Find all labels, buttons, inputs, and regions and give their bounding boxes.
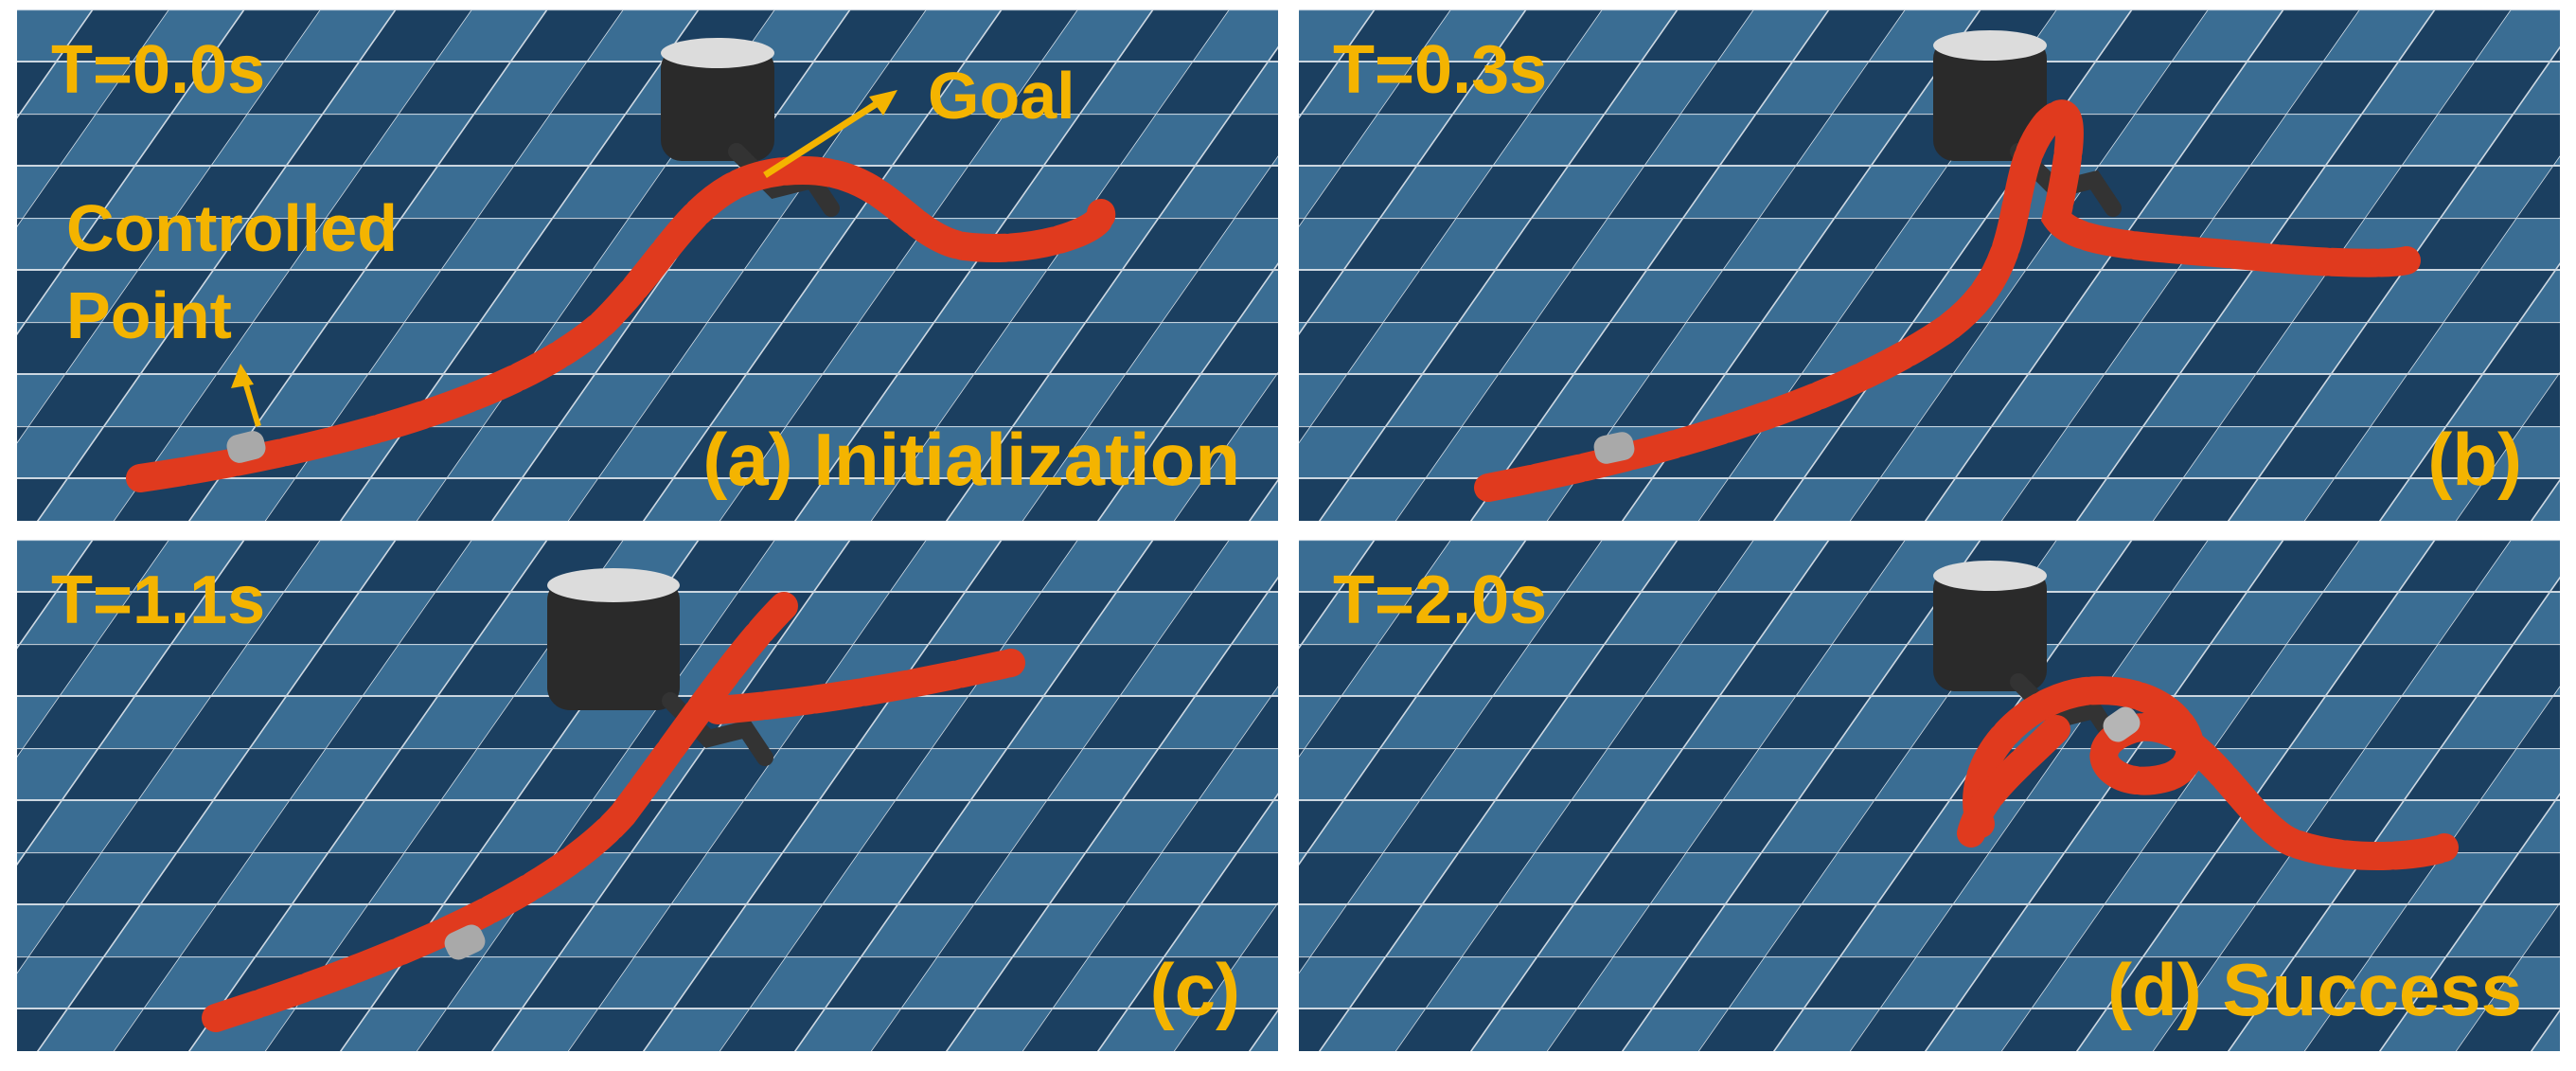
rope bbox=[202, 592, 1025, 1032]
rope-tail bbox=[1957, 715, 2070, 848]
controlled-point-label-line1: Controlled bbox=[66, 191, 398, 265]
rope bbox=[126, 155, 1116, 492]
time-label: T=0.0s bbox=[51, 32, 266, 108]
panel-caption: (b) bbox=[2427, 418, 2522, 501]
controlled-segment bbox=[2103, 706, 2141, 742]
controlled-segment bbox=[1593, 432, 1635, 464]
panel-caption: (c) bbox=[1149, 948, 1240, 1031]
panel-caption: (a) Initialization bbox=[702, 418, 1240, 501]
rope bbox=[1963, 676, 2459, 870]
controlled-point-arrow bbox=[241, 378, 261, 427]
controlled-point-label-line2: Point bbox=[66, 278, 232, 352]
time-label: T=0.3s bbox=[1333, 32, 1548, 108]
time-label: T=1.1s bbox=[51, 562, 266, 638]
panel-d: T=2.0s (d) Success bbox=[1299, 540, 2560, 1051]
panel-b: T=0.3s (b) bbox=[1299, 9, 2560, 521]
scene-b bbox=[1299, 9, 2560, 521]
controlled-segment bbox=[226, 431, 266, 463]
scene-a bbox=[17, 9, 1278, 521]
scene-c bbox=[17, 540, 1278, 1051]
panel-caption: (d) Success bbox=[2107, 948, 2522, 1031]
controlled-segment bbox=[444, 924, 486, 960]
floor bbox=[1299, 540, 2560, 1051]
goal-arrow bbox=[763, 97, 885, 178]
panel-c: T=1.1s (c) bbox=[17, 540, 1278, 1051]
panel-a: T=0.0s Goal Controlled Point (a) Initial… bbox=[17, 9, 1278, 521]
scene-d bbox=[1299, 540, 2560, 1051]
goal-label: Goal bbox=[928, 59, 1075, 133]
rope bbox=[1474, 99, 2421, 502]
time-label: T=2.0s bbox=[1333, 562, 1548, 638]
